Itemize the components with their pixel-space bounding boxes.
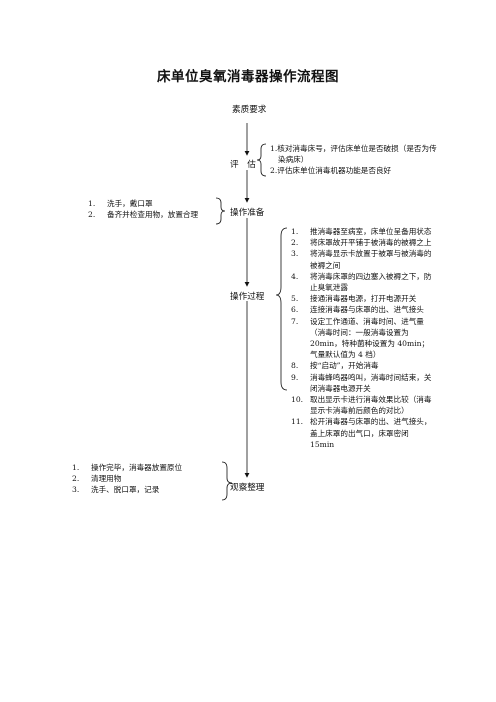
assess-notes: 1.核对消毒床号，评估床单位是否破损（是否为传 染病床） 2.评估床单位消毒机器… [270,143,437,177]
list-item: 3.将消毒显示卡放置于被罩与被消毒的被褥之间 [291,249,432,270]
brace-process [275,227,288,391]
list-item: 2.备齐并检查用物，放置合理 [88,210,199,220]
list-item: 7.设定工作通道、消毒时间、进气量（消毒时间：一般消毒设置为 20min，特种菌… [291,316,430,360]
page-title: 床单位臭氧消毒器操作流程图 [157,69,339,85]
organize-list: 1.操作完毕，消毒器放置原位 2.清理用物 3.洗手、脱口罩，记录 [72,462,220,496]
list-item: 10.取出显示卡进行消毒效果比较（消毒显示卡消毒前后颜色的对比） [291,395,432,416]
list-item: 5.接通消毒器电源，打开电源开关 [291,294,417,304]
list-item: 2.清理用物 [72,474,122,484]
list-item: 9.消毒蜂鸣器鸣叫，消毒时间结束，关闭消毒器电源开关 [291,372,432,393]
brace-organize [221,461,233,501]
list-item: 2.将床罩故开平铺于被消毒的被褥之上 [291,238,432,248]
list-item: 1.操作完毕，消毒器放置原位 [72,463,183,472]
brace-assess [256,143,267,177]
node-process: 操作过程 [230,292,265,302]
assess-note-line: 1.核对消毒床号，评估床单位是否破损（是否为传 [270,144,437,153]
node-organize: 观察整理 [230,483,265,493]
node-prepare: 操作准备 [230,208,265,218]
list-item: 8.按“启动”，开始消毒 [291,361,379,371]
brace-prepare [215,197,226,225]
prepare-list: 1.洗手，戴口罩 2.备齐并检查用物，放置合理 [88,198,213,220]
list-item: 6.连接消毒器与床罩的出、进气接头 [291,305,424,315]
list-item: 1.推消毒器至病室，床单位呈备用状态 [291,227,432,236]
assess-note-line: 染病床） [278,155,309,165]
list-item: 1.洗手，戴口罩 [88,199,153,208]
list-item: 3.洗手、脱口罩，记录 [72,485,160,495]
node-assess: 评 估 [230,160,256,170]
list-item: 4.将消毒床罩的四边塞入被褥之下，防止臭氧泄露 [291,271,432,293]
process-list: 1.推消毒器至病室，床单位呈备用状态 2.将床罩故开平铺于被消毒的被褥之上 3.… [291,226,433,450]
node-quality: 素质要求 [232,105,267,115]
assess-note-line: 2.评估床单位消毒机器功能是否良好 [270,166,392,176]
list-item: 11.松开消毒器与床罩的出、进气接头，盖上床罩的出气口，床罩密闭 15min [291,417,432,449]
